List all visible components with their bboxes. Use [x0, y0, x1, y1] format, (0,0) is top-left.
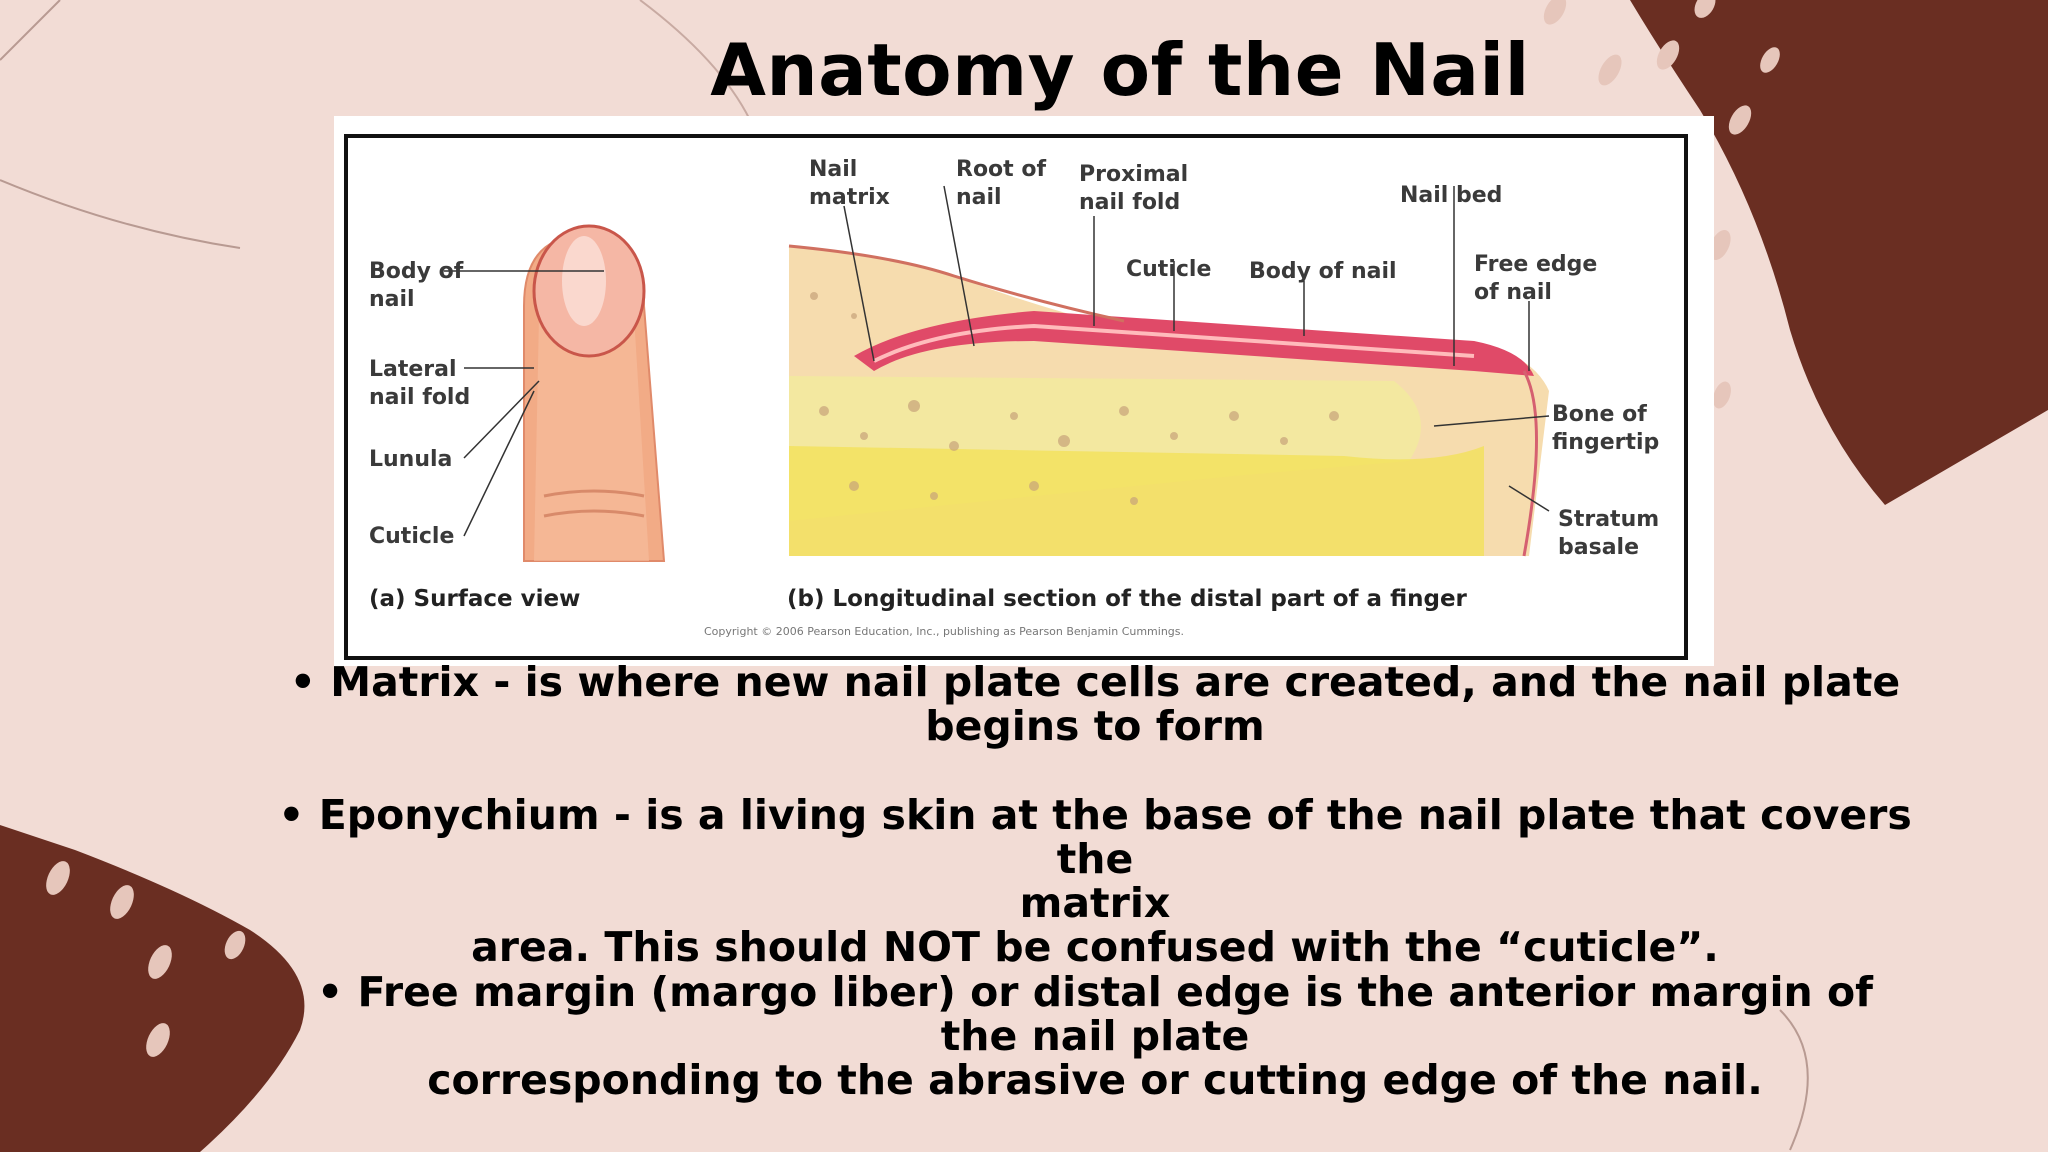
- label-cuticle-b: Cuticle: [1126, 257, 1211, 282]
- label-free-edge-of-nail: of nail: [1474, 280, 1552, 305]
- bullet-matrix: • Matrix - is where new nail plate cells…: [260, 660, 1930, 748]
- caption-longitudinal-section: (b) Longitudinal section of the distal p…: [787, 586, 1468, 612]
- bullet-line: • Matrix - is where new nail plate cells…: [289, 658, 1901, 706]
- labels-b: Nail matrix Root of nail Proximal nail f…: [809, 157, 1659, 560]
- label-bone-of-fingertip: fingertip: [1552, 430, 1659, 455]
- nail-anatomy-figure: Body of nail Lateral nail fold Lunula Cu…: [334, 116, 1714, 666]
- deco-dot: [1694, 0, 1716, 18]
- deco-curve-line: [0, 179, 241, 249]
- label-lunula: Lunula: [369, 447, 452, 472]
- finger-surface-view: [523, 224, 666, 562]
- label-cuticle-a: Cuticle: [369, 524, 454, 549]
- deco-dot: [1598, 54, 1622, 86]
- bullet-line: • Free margin (margo liber) or distal ed…: [317, 968, 1873, 1016]
- label-body-of-nail-a: Body of: [369, 259, 464, 284]
- leader-lines-b: [843, 185, 1550, 512]
- figure-copyright: Copyright © 2006 Pearson Education, Inc.…: [704, 625, 1184, 638]
- deco-dot: [1709, 230, 1731, 260]
- label-bone-of-fingertip: Bone of: [1552, 402, 1647, 427]
- label-stratum-basale: Stratum: [1558, 507, 1659, 532]
- deco-dot: [46, 861, 70, 895]
- longitudinal-section: [788, 244, 1549, 557]
- bullet-line: corresponding to the abrasive or cutting…: [427, 1056, 1763, 1104]
- deco-curve-line: [0, 0, 61, 61]
- deco-dot: [1543, 0, 1567, 25]
- deco-dot: [148, 945, 172, 979]
- label-root-of-nail: nail: [956, 185, 1002, 210]
- label-proximal-nail-fold: Proximal: [1079, 162, 1188, 187]
- bullet-line: area. This should NOT be confused with t…: [471, 923, 1719, 971]
- label-proximal-nail-fold: nail fold: [1079, 190, 1180, 215]
- label-free-edge-of-nail: Free edge: [1474, 252, 1597, 277]
- deco-dot: [224, 930, 246, 960]
- bullet-line: matrix: [1019, 879, 1171, 927]
- nail-anatomy-illustration: Body of nail Lateral nail fold Lunula Cu…: [344, 134, 1688, 660]
- deco-dot: [1713, 381, 1731, 409]
- label-body-of-nail-b: Body of nail: [1249, 259, 1397, 284]
- label-root-of-nail: Root of: [956, 157, 1046, 182]
- label-stratum-basale: basale: [1558, 535, 1639, 560]
- label-body-of-nail-a: nail: [369, 287, 415, 312]
- bullet-free-margin: • Free margin (margo liber) or distal ed…: [260, 970, 1930, 1102]
- label-lateral-nail-fold: nail fold: [369, 385, 470, 410]
- deco-dot: [146, 1023, 170, 1057]
- label-nail-bed: Nail bed: [1400, 183, 1502, 208]
- deco-curve-line: [1779, 1009, 1809, 1151]
- deco-dot: [1728, 105, 1752, 135]
- deco-curve-line: [639, 0, 751, 121]
- label-nail-matrix: matrix: [809, 185, 890, 210]
- deco-dot: [1760, 47, 1780, 73]
- label-nail-matrix: Nail: [809, 157, 857, 182]
- bullet-line: • Eponychium - is a living skin at the b…: [278, 791, 1912, 883]
- deco-dot: [110, 885, 134, 919]
- brown-blob-bottom-left: [0, 825, 305, 1152]
- deco-dot: [1656, 40, 1680, 70]
- slide-title: Anatomy of the Nail: [710, 28, 1530, 112]
- bullet-line: begins to form: [925, 702, 1265, 750]
- leader-lines-a: [444, 270, 604, 537]
- label-lateral-nail-fold: Lateral: [369, 357, 457, 382]
- bullet-line: the nail plate: [940, 1012, 1250, 1060]
- caption-surface-view: (a) Surface view: [369, 586, 580, 612]
- labels-a: Body of nail Lateral nail fold Lunula Cu…: [369, 259, 470, 549]
- bullet-eponychium: • Eponychium - is a living skin at the b…: [260, 793, 1930, 969]
